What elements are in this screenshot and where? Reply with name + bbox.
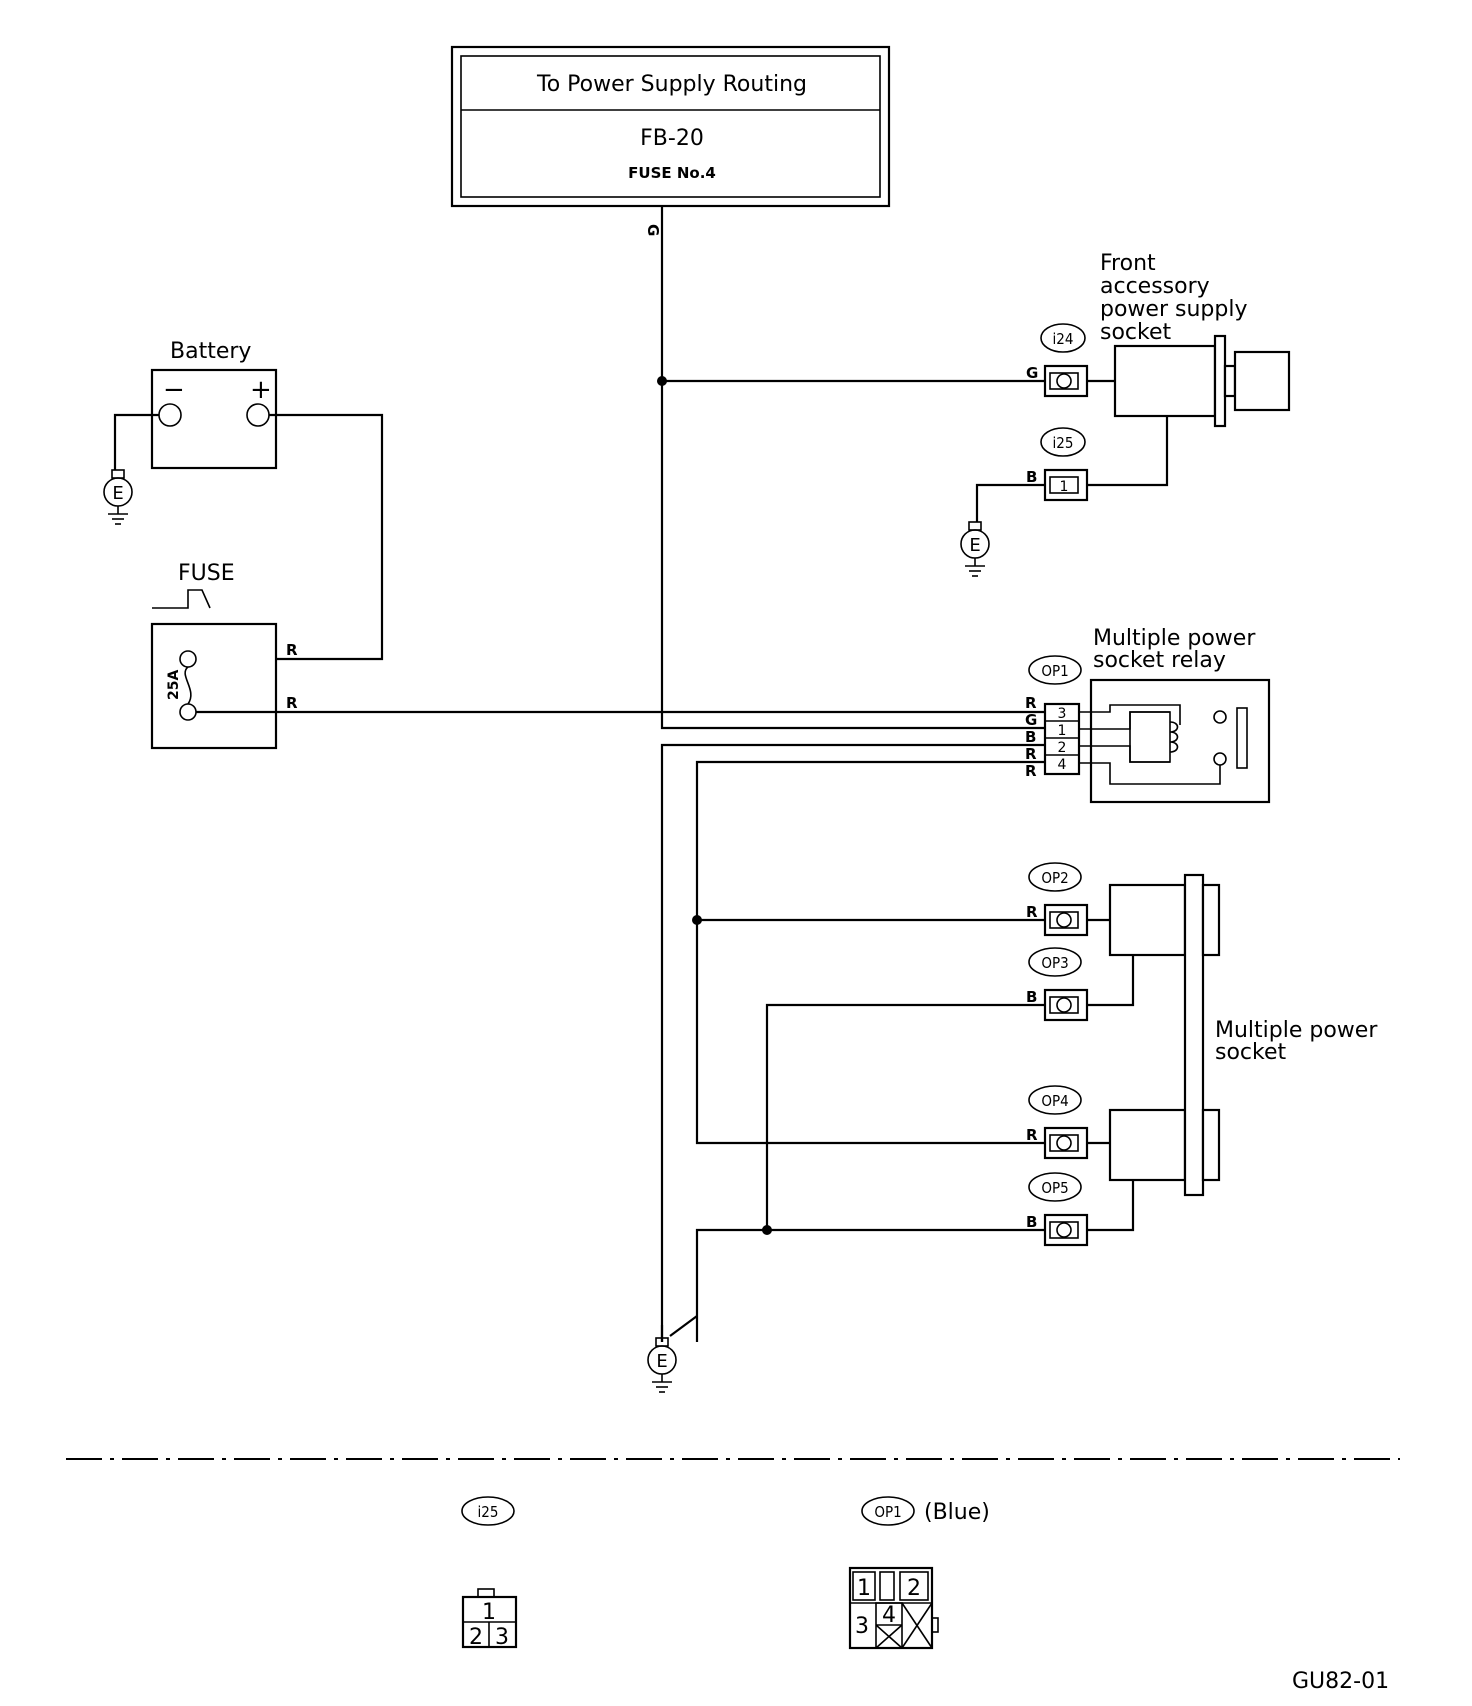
connector-i24: i24 [1040, 323, 1089, 398]
op1-wire-r1: R [1025, 694, 1037, 712]
front-socket-label-2: accessory [1100, 274, 1210, 299]
wire-bottom-ground-2 [669, 1315, 698, 1337]
connector-i25: i25 1 [1040, 427, 1089, 502]
legend-op1-pin-4: 4 [882, 1603, 896, 1628]
wire-battery-ground [113, 413, 159, 470]
legend-op1-pin-1: 1 [857, 1576, 871, 1601]
op1-wire-b: B [1025, 728, 1036, 746]
wire-label-r-fuse2: R [286, 694, 298, 712]
wire-battery-fuse [192, 413, 384, 661]
connector-op4-label: OP4 [1041, 1092, 1068, 1110]
power-supply-box: To Power Supply Routing FB-20 FUSE No.4 [450, 45, 891, 208]
op1-wire-r2: R [1025, 745, 1037, 763]
op1-pin-4: 4 [1058, 757, 1067, 773]
wire-b-ground-trunk [660, 743, 1045, 1342]
connector-op4: OP4 [1028, 1085, 1089, 1160]
op1-wire-g: G [1025, 711, 1037, 729]
front-socket-label-1: Front [1100, 251, 1156, 276]
wire-r-socket-trunk [695, 760, 1045, 1145]
legend-op1: OP1 (Blue) 1 2 3 4 [848, 1496, 990, 1650]
relay-label: Multiple power socket relay [1093, 626, 1256, 673]
connector-op1: OP1 3 1 2 4 [1028, 655, 1082, 776]
fuse: FUSE 25A [150, 561, 278, 750]
ground-label: E [969, 535, 980, 556]
front-socket-label: Front accessory power supply socket [1100, 251, 1247, 345]
connector-i24-label: i24 [1053, 330, 1074, 348]
battery-neg: − [163, 375, 185, 405]
wire-label-b-op5: B [1026, 1213, 1037, 1231]
fuse-label: FUSE [178, 561, 235, 586]
multi-socket-label-2: socket [1215, 1040, 1287, 1065]
wire-op3-socket [1087, 955, 1135, 1007]
op1-wire-r3: R [1025, 762, 1037, 780]
ground-label: E [656, 1351, 667, 1372]
battery: Battery − + [150, 339, 278, 470]
legend-i25-pin-3: 3 [495, 1625, 509, 1650]
front-socket-label-3: power supply [1100, 297, 1247, 322]
wire-label-g-i24: G [1026, 364, 1038, 382]
connector-i25-label: i25 [1053, 434, 1074, 452]
wire-label-r-op2: R [1026, 903, 1038, 921]
front-socket-body [1113, 334, 1291, 428]
wire-label-b-i25: B [1026, 468, 1037, 486]
wire-label-b-op3: B [1026, 988, 1037, 1006]
wire-label-g-top: G [644, 224, 662, 236]
op1-pin-2: 2 [1058, 740, 1067, 756]
op1-pin-1: 1 [1058, 723, 1067, 739]
op1-pin-3: 3 [1058, 706, 1067, 722]
fuse-rating: 25A [166, 670, 182, 700]
power-box-title: To Power Supply Routing [536, 72, 807, 97]
multi-socket-label-1: Multiple power [1215, 1018, 1378, 1043]
wire-socket-i25 [1087, 416, 1169, 487]
battery-pos: + [250, 375, 272, 405]
connector-op1-label: OP1 [1041, 662, 1068, 680]
front-socket-label-4: socket [1100, 320, 1172, 345]
legend-i25-label: i25 [478, 1503, 499, 1521]
multi-socket-label: Multiple power socket [1215, 1018, 1378, 1065]
legend-op1-pin-2: 2 [907, 1576, 921, 1601]
power-box-ref: FB-20 [640, 126, 704, 151]
legend-i25: i25 1 2 3 [461, 1496, 518, 1650]
multi-socket-body [1108, 873, 1221, 1197]
connector-op2: OP2 [1028, 862, 1089, 937]
connector-op5-label: OP5 [1041, 1179, 1068, 1197]
wire-i25-ground [975, 483, 1045, 522]
connector-op3-label: OP3 [1041, 954, 1068, 972]
wire-b-op3 [765, 1003, 1045, 1230]
legend-i25-pin-1: 1 [482, 1600, 496, 1625]
battery-label: Battery [170, 339, 251, 364]
wire-op5-socket [1087, 1180, 1135, 1232]
legend-i25-pin-2: 2 [469, 1625, 483, 1650]
legend-op1-note: (Blue) [924, 1500, 990, 1525]
wire-g-main [660, 206, 1045, 730]
connector-op2-label: OP2 [1041, 869, 1068, 887]
wire-b-op5 [695, 1228, 1045, 1342]
relay-label-2: socket relay [1093, 648, 1226, 673]
connector-op3: OP3 [1028, 947, 1089, 1022]
wire-label-r-op4: R [1026, 1126, 1038, 1144]
connector-i25-pin: 1 [1060, 479, 1069, 495]
legend-op1-pin-3: 3 [855, 1614, 869, 1639]
relay-body [1079, 678, 1271, 804]
relay-label-1: Multiple power [1093, 626, 1256, 651]
ground-i25: E [960, 521, 990, 577]
connector-op5: OP5 [1028, 1172, 1089, 1247]
ground-bottom: E [647, 1337, 677, 1393]
ground-label: E [112, 483, 123, 504]
wire-label-r-fuse1: R [286, 641, 298, 659]
diagram-code: GU82-01 [1292, 1669, 1389, 1694]
ground-battery: E [103, 469, 133, 525]
power-box-fuse: FUSE No.4 [628, 164, 716, 182]
legend-op1-label: OP1 [874, 1503, 901, 1521]
